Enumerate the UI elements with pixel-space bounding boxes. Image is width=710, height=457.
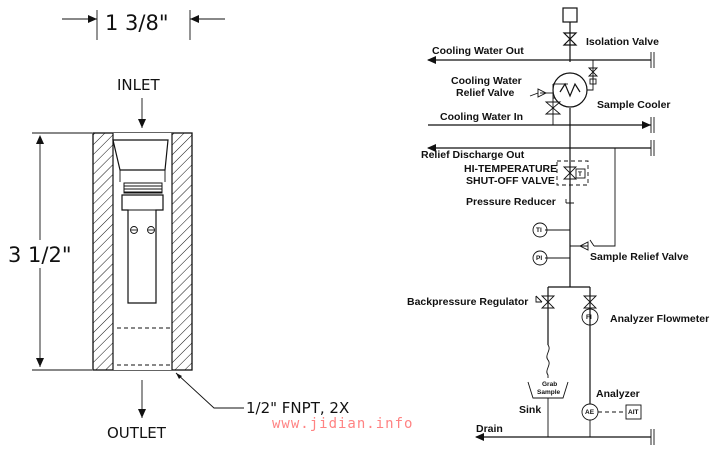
cooling-water-relief-label-1: Cooling Water	[451, 75, 522, 87]
fitting-drawing: 1 3/8" INLET	[8, 10, 349, 442]
pi-label: PI	[536, 255, 542, 262]
pressure-reducer-label: Pressure Reducer	[466, 196, 556, 208]
sample-cooler-label: Sample Cooler	[597, 99, 671, 111]
thread-label: 1/2" FNPT, 2X	[246, 399, 349, 417]
backpressure-regulator-icon	[540, 295, 556, 309]
analyzer-valve-icon	[582, 295, 598, 309]
fi-label: FI	[586, 314, 592, 321]
hi-temp-label-1: HI-TEMPERATURE	[464, 163, 557, 175]
fitting-body	[92, 132, 193, 371]
height-dimension: 3 1/2"	[8, 132, 92, 371]
height-dimension-label: 3 1/2"	[8, 243, 72, 267]
ae-label: AE	[585, 409, 595, 416]
thread-leader	[175, 372, 244, 409]
pi-instrument	[532, 250, 548, 266]
relief-discharge-out-label: Relief Discharge Out	[421, 149, 525, 161]
sink-label: Sink	[519, 404, 541, 416]
pressure-reducer-icon	[565, 199, 574, 204]
width-dimension-label: 1 3/8"	[105, 11, 169, 35]
drain-label: Drain	[476, 423, 503, 435]
fi-instrument	[581, 308, 599, 326]
inlet-label: INLET	[117, 76, 160, 94]
cooling-water-in-label: Cooling Water In	[440, 111, 523, 123]
width-dimension: 1 3/8"	[62, 10, 225, 40]
isolation-valve-label: Isolation Valve	[586, 36, 659, 48]
hi-temp-shutoff-valve: T	[556, 160, 589, 186]
schematic: Isolation Valve Cooling Water Out Sample…	[407, 7, 709, 445]
ait-label: AIT	[628, 409, 639, 416]
backpressure-regulator-label: Backpressure Regulator	[407, 296, 528, 308]
analyzer-label: Analyzer	[596, 388, 640, 400]
ti-label: TI	[536, 227, 542, 234]
ti-instrument	[532, 222, 548, 238]
cooling-water-out-label: Cooling Water Out	[432, 45, 524, 57]
sample-source-box	[562, 7, 578, 23]
cooling-water-relief-label-2: Relief Valve	[456, 87, 515, 99]
sample-relief-valve-label: Sample Relief Valve	[590, 251, 689, 263]
grab-label-2: Sample	[537, 389, 561, 396]
analyzer-flowmeter-label: Analyzer Flowmeter	[610, 313, 709, 325]
hi-temp-label-2: SHUT-OFF VALVE	[466, 175, 555, 187]
outlet-label: OUTLET	[107, 424, 167, 442]
watermark: www.jidian.info	[272, 416, 413, 432]
isolation-valve-icon	[562, 32, 578, 46]
t-box-label: T	[578, 171, 582, 178]
ait-box	[625, 404, 642, 420]
grab-label-1: Grab	[542, 381, 557, 388]
